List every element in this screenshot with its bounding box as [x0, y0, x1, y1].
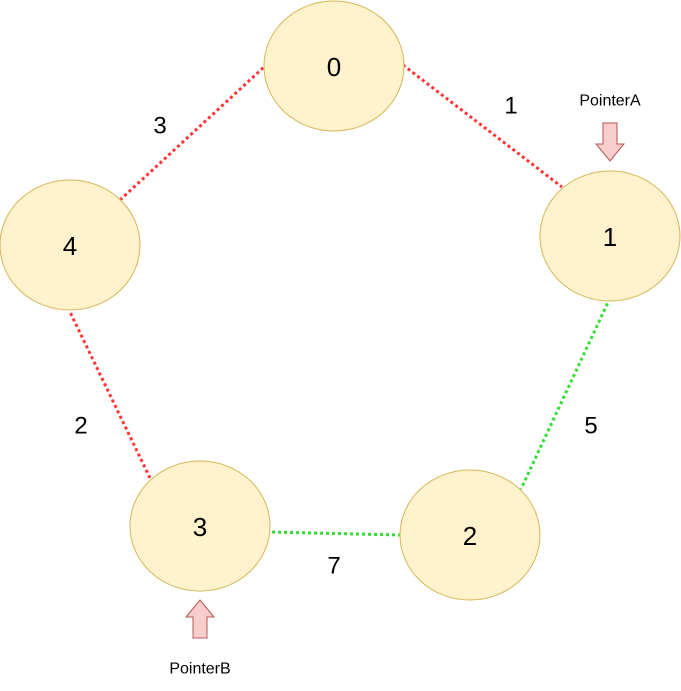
pointer-b: PointerB — [169, 599, 231, 678]
node-1[interactable]: 1 — [539, 170, 681, 302]
node-1-label: 1 — [603, 222, 617, 252]
node-1-circle[interactable] — [539, 170, 681, 302]
pointer-a-label: PointerA — [579, 93, 641, 110]
edge-weight-0-1: 1 — [504, 93, 517, 120]
edge-weight-2-3: 7 — [327, 553, 340, 580]
node-3[interactable]: 3 — [129, 460, 271, 592]
pointers: PointerA PointerB — [169, 93, 641, 678]
nodes: 0 1 2 3 4 — [0, 0, 681, 601]
node-4[interactable]: 4 — [0, 179, 141, 311]
node-4-label: 4 — [63, 231, 77, 261]
node-4-circle[interactable] — [0, 179, 141, 311]
edge-2-3 — [269, 530, 402, 537]
pointer-a: PointerA — [579, 93, 641, 162]
edge-weights: 1 5 7 2 3 — [74, 93, 597, 580]
arrow-up-icon — [184, 599, 216, 639]
node-3-circle[interactable] — [129, 460, 271, 592]
edge-4-0 — [118, 65, 266, 202]
node-0-circle[interactable] — [263, 0, 405, 132]
node-2[interactable]: 2 — [399, 469, 541, 601]
edge-weight-1-2: 5 — [584, 413, 597, 440]
edge-weight-3-4: 2 — [74, 413, 87, 440]
node-2-circle[interactable] — [399, 469, 541, 601]
edge-3-4 — [68, 311, 152, 479]
edge-weight-4-0: 3 — [153, 113, 166, 140]
pointer-b-label: PointerB — [169, 661, 230, 678]
edge-1-2 — [519, 297, 612, 490]
edges — [68, 63, 612, 537]
node-0-label: 0 — [327, 52, 341, 82]
node-2-label: 2 — [463, 521, 477, 551]
node-3-label: 3 — [193, 512, 207, 542]
arrow-down-icon — [594, 122, 626, 162]
node-0[interactable]: 0 — [263, 0, 405, 132]
edge-0-1 — [402, 63, 563, 189]
